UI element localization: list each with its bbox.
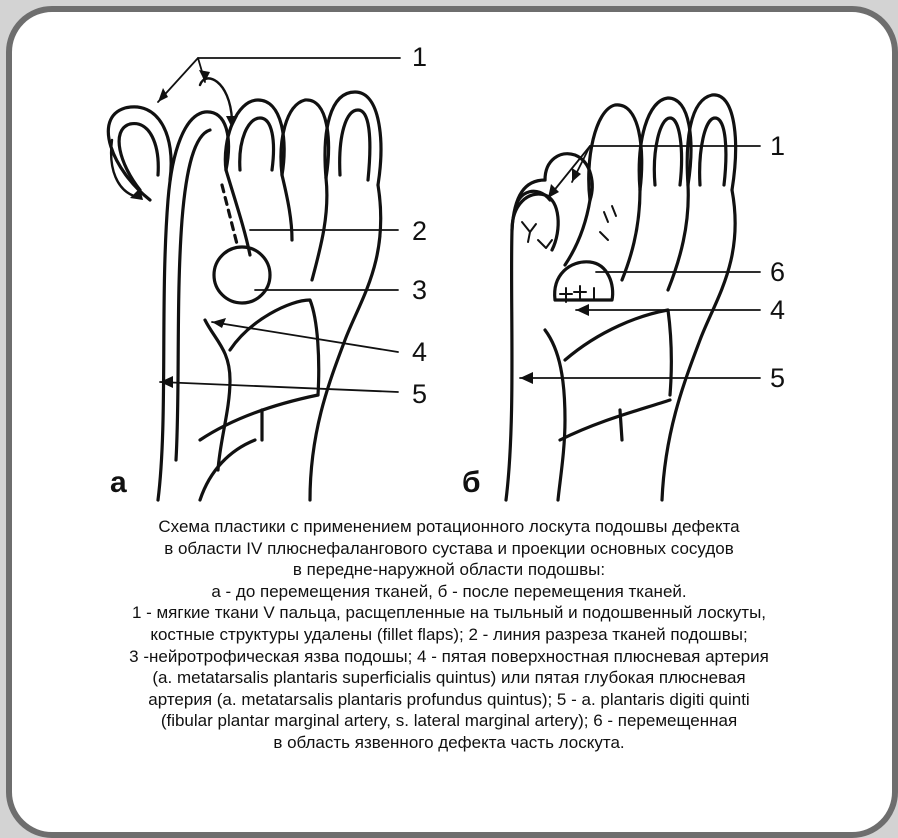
caption-line: артерия (a. metatarsalis plantaris profu… [20, 689, 878, 711]
leader-lines-a [158, 58, 400, 392]
panel-label-b: б [462, 466, 481, 499]
caption-line: а - до перемещения тканей, б - после пер… [20, 581, 878, 603]
caption-line: Схема пластики с применением ротационног… [20, 516, 878, 538]
figure-caption: Схема пластики с применением ротационног… [20, 516, 878, 754]
label-a-4: 4 [412, 337, 427, 367]
caption-line: в области IV плюснефалангового сустава и… [20, 538, 878, 560]
label-b-4: 4 [770, 295, 785, 325]
foot-drawing-a [108, 92, 381, 500]
caption-line: в передне-наружной области подошвы: [20, 559, 878, 581]
caption-line: 1 - мягкие ткани V пальца, расщепленные … [20, 602, 878, 624]
panel-label-a: а [110, 466, 127, 499]
foot-diagram: 1 2 3 4 5 1 6 4 5 а б [0, 0, 898, 520]
caption-line: (fibular plantar marginal artery, s. lat… [20, 710, 878, 732]
vessel-branches-b [522, 206, 616, 302]
label-b-5: 5 [770, 363, 785, 393]
label-b-1: 1 [770, 131, 785, 161]
caption-line: костные структуры удалены (fillet flaps)… [20, 624, 878, 646]
arrowheads-b [520, 168, 589, 384]
label-a-5: 5 [412, 379, 427, 409]
caption-line: 3 -нейротрофическая язва подошы; 4 - пят… [20, 646, 878, 668]
label-a-1: 1 [412, 42, 427, 72]
caption-line: в область язвенного дефекта часть лоскут… [20, 732, 878, 754]
foot-drawing-b [506, 95, 736, 500]
label-a-2: 2 [412, 216, 427, 246]
label-a-3: 3 [412, 275, 427, 305]
label-b-6: 6 [770, 257, 785, 287]
caption-line: (a. metatarsalis plantaris superficialis… [20, 667, 878, 689]
